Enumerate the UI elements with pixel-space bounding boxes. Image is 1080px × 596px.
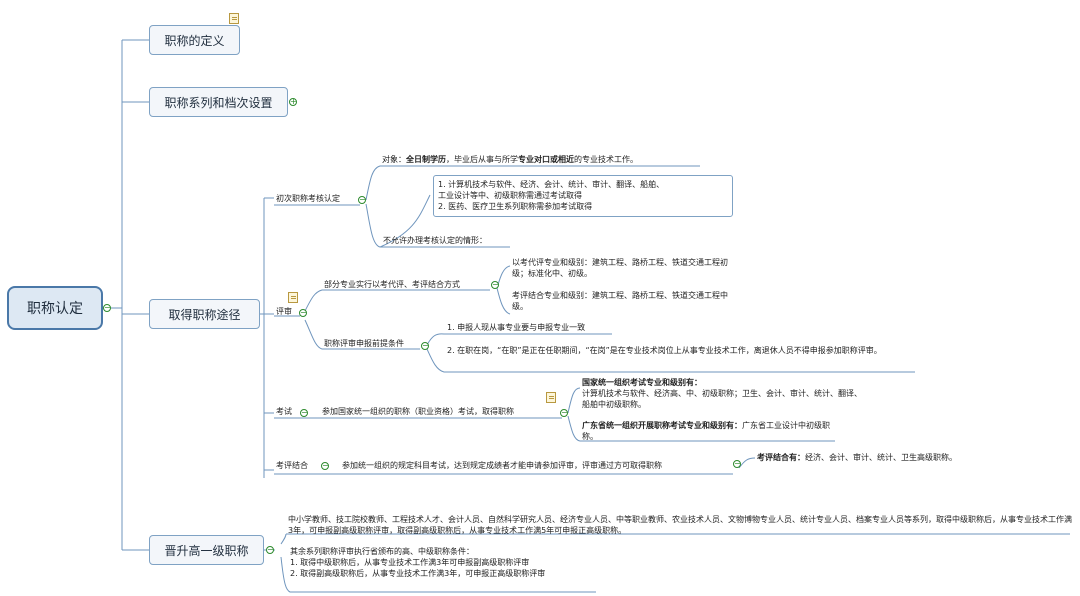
collapse-toggle-combo[interactable]: −: [321, 461, 329, 470]
exam-description[interactable]: 参加国家统一组织的职称（职业资格）考试，取得职称: [322, 407, 514, 416]
collapse-toggle-root[interactable]: −: [103, 303, 111, 312]
promotion-other-title: 其余系列职称评审执行省颁布的高、中级职称条件：: [290, 547, 474, 556]
prerequisite-item-1[interactable]: 1. 申报人现从事专业要与申报专业一致: [447, 323, 586, 332]
note-icon[interactable]: [546, 392, 556, 403]
root-label: 职称认定: [27, 301, 83, 317]
branch-acquire[interactable]: 取得职称途径: [149, 299, 260, 329]
collapse-toggle-exam[interactable]: −: [300, 408, 308, 417]
exam-review-detail[interactable]: 考评结合有：经济、会计、审计、统计、卫生高级职称。: [757, 452, 957, 463]
object-mid: ，毕业后从事与所学: [446, 155, 518, 164]
branch-acquire-label: 取得职称途径: [168, 307, 241, 322]
exam-replace-review-text[interactable]: 以考代评专业和级别：建筑工程、路桥工程、铁道交通工程初级；标准化中、初级。: [512, 258, 728, 278]
guangdong-exam-title: 广东省统一组织开展职称考试专业和级别有：: [582, 421, 742, 430]
exam-review-detail-title: 考评结合有：: [757, 453, 805, 462]
branch-series-label: 职称系列和档次设置: [164, 95, 273, 110]
promotion-other-block[interactable]: 其余系列职称评审执行省颁布的高、中级职称条件： 1. 取得中级职称后，从事专业技…: [290, 546, 545, 579]
exam-label[interactable]: 考试: [276, 407, 292, 416]
review-label[interactable]: 评审: [276, 307, 292, 316]
not-allowed-line-3: 2. 医药、医疗卫生系列职称需参加考试取得: [438, 202, 593, 211]
exam-review-label[interactable]: 考评结合: [276, 461, 308, 470]
promotion-other-item-2: 2. 取得副高级职称后，从事专业技术工作满3年，可申报正高级职称评审: [290, 569, 546, 578]
collapse-toggle-combo-detail[interactable]: −: [733, 459, 741, 468]
root-node[interactable]: 职称认定: [7, 286, 103, 330]
collapse-toggle-initial[interactable]: −: [358, 195, 366, 204]
collapse-toggle-prereq[interactable]: −: [421, 341, 429, 350]
promotion-series-text[interactable]: 中小学教师、技工院校教师、工程技术人才、会计人员、自然科学研究人员、经济专业人员…: [288, 515, 1072, 535]
collapse-toggle-part[interactable]: −: [491, 280, 499, 289]
object-bold-related: 专业对口或相近: [518, 155, 574, 164]
initial-object-text[interactable]: 对象：全日制学历，毕业后从事与所学专业对口或相近的专业技术工作。: [382, 154, 638, 165]
note-icon[interactable]: [288, 292, 298, 303]
branch-promote[interactable]: 晋升高一级职称: [149, 535, 264, 565]
expand-toggle-series[interactable]: +: [289, 97, 297, 106]
exam-review-detail-text: 经济、会计、审计、统计、卫生高级职称。: [805, 453, 957, 462]
object-suffix: 的专业技术工作。: [574, 155, 638, 164]
branch-definition-label: 职称的定义: [164, 33, 225, 48]
object-prefix: 对象：: [382, 155, 406, 164]
review-prerequisite-label[interactable]: 职称评审申报前提条件: [324, 339, 404, 348]
prerequisite-item-2[interactable]: 2. 在职在岗，“在职”是正在任职期间，“在岗”是在专业技术岗位上从事专业技术工…: [447, 346, 882, 355]
initial-assessment-label[interactable]: 初次职称考核认定: [276, 194, 340, 203]
part-professional-label[interactable]: 部分专业实行以考代评、考评结合方式: [324, 280, 460, 289]
not-allowed-callout[interactable]: 1. 计算机技术与软件、经济、会计、统计、审计、翻译、船舶、 工业设计等中、初级…: [433, 175, 733, 217]
guangdong-exam-text: 广东省工业设计中初级职称。: [582, 421, 830, 441]
promotion-other-item-1: 1. 取得中级职称后，从事专业技术工作满3年可申报副高级职称评审: [290, 558, 530, 567]
object-bold-fulltime: 全日制学历: [406, 155, 446, 164]
guangdong-exam-detail[interactable]: 广东省统一组织开展职称考试专业和级别有：广东省工业设计中初级职称。: [582, 420, 834, 442]
not-allowed-line-1: 1. 计算机技术与软件、经济、会计、统计、审计、翻译、船舶、: [438, 180, 665, 189]
national-exam-title: 国家统一组织考试专业和级别有：: [582, 378, 702, 387]
not-allowed-line-2: 工业设计等中、初级职称需通过考试取得: [438, 191, 582, 200]
branch-series[interactable]: 职称系列和档次设置: [149, 87, 288, 117]
branch-promote-label: 晋升高一级职称: [164, 543, 249, 558]
branch-definition[interactable]: 职称的定义: [149, 25, 240, 55]
collapse-toggle-review[interactable]: −: [299, 308, 307, 317]
exam-review-combine-text[interactable]: 考评结合专业和级别：建筑工程、路桥工程、铁道交通工程中级。: [512, 291, 728, 311]
national-exam-text: 计算机技术与软件、经济高、中、初级职称；卫生、会计、审计、统计、翻译、船舶中初级…: [582, 389, 862, 409]
note-icon[interactable]: [229, 13, 239, 24]
not-allowed-label[interactable]: 不允许办理考核认定的情形：: [383, 236, 487, 245]
collapse-toggle-promote[interactable]: −: [266, 545, 274, 554]
collapse-toggle-exam-detail[interactable]: −: [560, 408, 568, 417]
national-exam-detail[interactable]: 国家统一组织考试专业和级别有： 计算机技术与软件、经济高、中、初级职称；卫生、会…: [582, 377, 862, 410]
exam-review-description[interactable]: 参加统一组织的规定科目考试，达到规定成绩者才能申请参加评审，评审通过方可取得职称: [342, 461, 662, 470]
